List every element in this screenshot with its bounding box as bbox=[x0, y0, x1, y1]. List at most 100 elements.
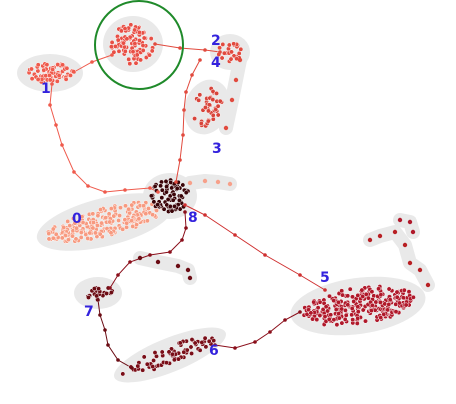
node bbox=[164, 360, 169, 366]
node bbox=[410, 229, 416, 235]
node bbox=[163, 178, 169, 184]
node bbox=[178, 193, 184, 199]
node bbox=[355, 309, 361, 315]
node bbox=[65, 218, 71, 224]
node bbox=[211, 338, 217, 344]
node bbox=[79, 214, 85, 220]
node bbox=[367, 237, 373, 243]
node bbox=[44, 62, 50, 68]
node bbox=[253, 340, 257, 344]
node bbox=[149, 48, 155, 54]
node bbox=[98, 207, 104, 213]
node bbox=[54, 78, 60, 84]
node bbox=[35, 76, 41, 82]
node bbox=[351, 299, 357, 304]
node bbox=[103, 190, 107, 194]
node bbox=[110, 53, 114, 57]
node bbox=[130, 223, 136, 229]
node bbox=[86, 295, 91, 300]
node bbox=[126, 206, 132, 212]
node bbox=[381, 311, 387, 317]
node bbox=[175, 263, 181, 269]
node bbox=[106, 343, 110, 347]
node bbox=[336, 299, 341, 305]
node bbox=[151, 199, 157, 205]
node bbox=[116, 273, 120, 277]
node bbox=[184, 226, 188, 230]
node bbox=[397, 300, 402, 306]
node bbox=[130, 366, 134, 370]
node bbox=[141, 354, 147, 360]
node bbox=[189, 337, 195, 343]
node bbox=[144, 361, 150, 367]
node bbox=[343, 312, 349, 318]
node bbox=[167, 203, 173, 209]
node bbox=[327, 293, 332, 299]
node bbox=[74, 225, 80, 231]
cluster-label-1: 1 bbox=[41, 81, 51, 97]
node bbox=[164, 184, 170, 190]
node bbox=[50, 67, 56, 72]
node bbox=[331, 298, 337, 304]
node bbox=[325, 308, 331, 314]
node bbox=[410, 294, 416, 300]
node bbox=[108, 230, 114, 236]
node bbox=[29, 66, 34, 72]
node bbox=[323, 288, 327, 292]
node bbox=[107, 219, 113, 225]
node bbox=[90, 211, 96, 217]
node bbox=[108, 290, 114, 295]
node bbox=[134, 222, 140, 228]
node bbox=[111, 213, 117, 219]
node bbox=[50, 235, 56, 241]
node bbox=[326, 316, 332, 322]
node bbox=[170, 197, 176, 203]
node bbox=[210, 97, 216, 103]
node bbox=[148, 193, 154, 199]
node bbox=[178, 158, 182, 162]
node bbox=[41, 67, 47, 73]
node bbox=[213, 343, 217, 347]
node bbox=[60, 62, 66, 68]
node bbox=[394, 294, 400, 300]
node bbox=[116, 48, 122, 54]
trail-halo bbox=[133, 251, 197, 285]
node bbox=[64, 65, 70, 71]
node bbox=[197, 92, 203, 98]
node bbox=[336, 315, 342, 321]
node bbox=[336, 311, 342, 317]
node bbox=[210, 112, 216, 118]
node bbox=[377, 299, 383, 305]
node bbox=[122, 26, 128, 32]
node bbox=[323, 304, 329, 310]
node bbox=[223, 125, 229, 131]
node bbox=[35, 62, 41, 68]
node bbox=[407, 219, 413, 225]
node bbox=[132, 27, 138, 33]
node bbox=[386, 286, 392, 292]
node bbox=[153, 42, 157, 46]
node bbox=[202, 335, 208, 341]
node bbox=[231, 41, 237, 47]
node bbox=[220, 41, 226, 47]
node bbox=[203, 48, 207, 52]
trail-halo bbox=[183, 174, 237, 191]
node bbox=[233, 233, 237, 237]
node bbox=[268, 330, 272, 334]
node bbox=[171, 357, 177, 363]
node bbox=[378, 315, 384, 321]
node bbox=[61, 224, 67, 230]
node bbox=[140, 43, 146, 48]
node bbox=[217, 45, 223, 51]
node bbox=[350, 294, 355, 300]
node bbox=[46, 236, 52, 242]
node bbox=[118, 205, 123, 211]
node bbox=[196, 97, 202, 103]
node bbox=[135, 363, 141, 369]
node bbox=[315, 305, 321, 311]
node bbox=[137, 255, 143, 261]
node bbox=[188, 344, 194, 350]
node bbox=[180, 238, 184, 242]
node bbox=[152, 183, 158, 189]
node bbox=[365, 295, 371, 301]
